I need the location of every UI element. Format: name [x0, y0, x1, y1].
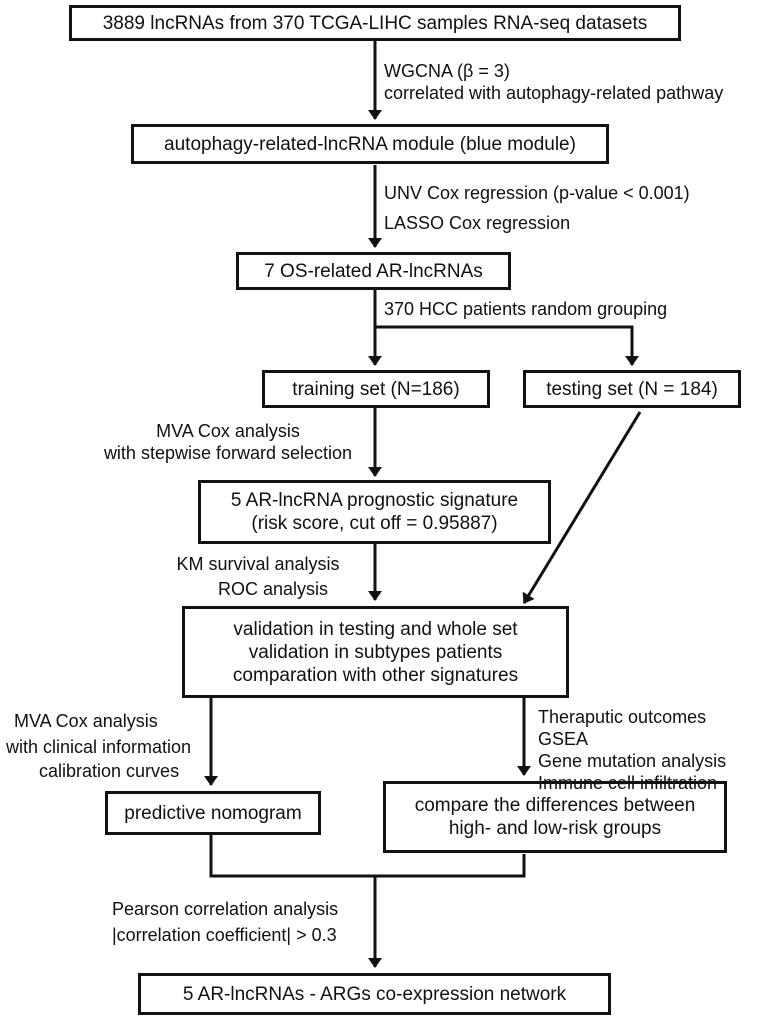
box-testing-set: testing set (N = 184) — [523, 370, 741, 408]
label-pearson-line-2: |correlation coefficient| > 0.3 — [112, 925, 337, 945]
label-pearson-line-1: Pearson correlation analysis — [112, 899, 339, 919]
label-wgcna-line-2: correlated with autophagy-related pathwa… — [384, 83, 724, 103]
label-calibration-text: calibration curves — [39, 761, 180, 781]
box-os-related-text: 7 OS-related AR-lncRNAs — [264, 260, 483, 282]
box-module: autophagy-related-lncRNA module (blue mo… — [131, 124, 609, 164]
label-cox: UNV Cox regression (p-value < 0.001) LAS… — [384, 178, 690, 238]
label-pearson: Pearson correlation analysis |correlatio… — [112, 896, 338, 948]
label-mva-clinical-line-2: with clinical information — [6, 737, 192, 757]
label-outcomes-line-4: Immune cell infiltration — [538, 773, 718, 793]
label-mva-clinical-line-1: MVA Cox analysis — [14, 711, 158, 731]
label-outcomes-line-2: GSEA — [538, 729, 589, 749]
box-source-text: 3889 lncRNAs from 370 TCGA-LIHC samples … — [102, 12, 648, 34]
label-cox-line-1: UNV Cox regression (p-value < 0.001) — [384, 183, 690, 203]
box-compare-line-1: compare the differences between — [414, 795, 696, 816]
label-wgcna: WGCNA (β = 3) correlated with autophagy-… — [384, 60, 723, 104]
label-outcomes-line-1: Theraputic outcomes — [538, 707, 707, 727]
box-nomogram: predictive nomogram — [105, 791, 321, 835]
label-km-survival: KM survival analysis — [176, 554, 340, 574]
box-module-text: autophagy-related-lncRNA module (blue mo… — [164, 133, 576, 155]
box-os-related: 7 OS-related AR-lncRNAs — [236, 252, 511, 290]
box-source: 3889 lncRNAs from 370 TCGA-LIHC samples … — [69, 5, 681, 41]
box-signature-line-1: 5 AR-lncRNA prognostic signature — [230, 490, 519, 511]
box-testing-text: testing set (N = 184) — [546, 378, 718, 400]
box-network-text: 5 AR-lncRNAs - ARGs co-expression networ… — [182, 983, 567, 1005]
box-signature: 5 AR-lncRNA prognostic signature (risk s… — [198, 480, 551, 544]
box-network: 5 AR-lncRNAs - ARGs co-expression networ… — [138, 973, 611, 1015]
label-km-roc: KM survival analysis ROC analysis — [150, 552, 366, 602]
label-cox-line-2: LASSO Cox regression — [384, 213, 571, 233]
label-mva-stepwise: MVA Cox analysis with stepwise forward s… — [88, 420, 368, 464]
label-wgcna-line-1: WGCNA (β = 3) — [384, 61, 510, 81]
label-grouping: 370 HCC patients random grouping — [384, 298, 667, 320]
label-outcomes-line-3: Gene mutation analysis — [538, 751, 727, 771]
box-signature-line-2: (risk score, cut off = 0.95887) — [251, 513, 498, 534]
line-merge-outcomes — [209, 835, 526, 878]
box-validation: validation in testing and whole set vali… — [182, 606, 569, 698]
label-mva-stepwise-line-2: with stepwise forward selection — [103, 443, 353, 463]
box-training-text: training set (N=186) — [292, 378, 460, 400]
arrow-testing-to-validation — [522, 411, 642, 604]
label-calibration: calibration curves — [39, 760, 179, 782]
label-mva-stepwise-line-1: MVA Cox analysis — [156, 421, 300, 441]
label-roc-analysis: ROC analysis — [217, 579, 329, 599]
box-validation-line-1: validation in testing and whole set — [233, 618, 518, 640]
box-compare-line-2: high- and low-risk groups — [448, 818, 662, 839]
label-outcomes: Theraputic outcomes GSEA Gene mutation a… — [538, 706, 726, 794]
box-nomogram-text: predictive nomogram — [124, 802, 302, 824]
box-compare: compare the differences between high- an… — [383, 781, 727, 853]
arrow-os-to-testing — [375, 325, 639, 366]
box-validation-line-2: validation in subtypes patients — [248, 641, 503, 663]
box-validation-line-3: comparation with other signatures — [232, 664, 519, 686]
box-training-set: training set (N=186) — [262, 370, 490, 408]
label-grouping-text: 370 HCC patients random grouping — [384, 299, 668, 319]
label-mva-clinical: MVA Cox analysis with clinical informati… — [6, 708, 191, 760]
